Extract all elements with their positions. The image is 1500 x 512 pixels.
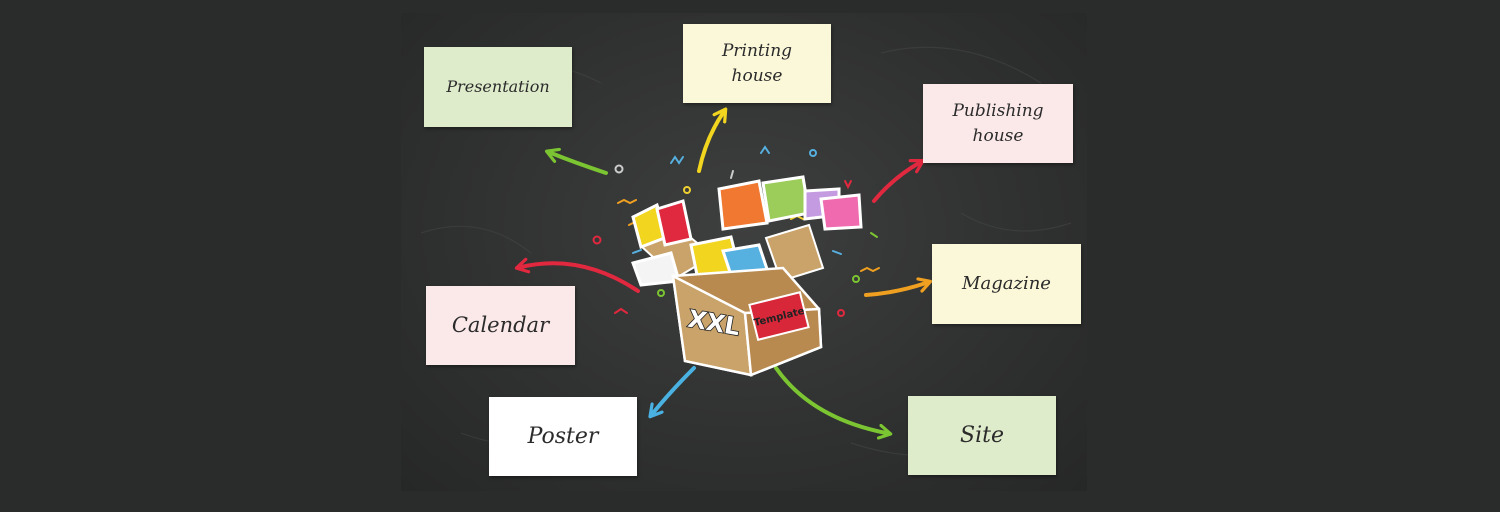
note-site: Site bbox=[908, 396, 1056, 475]
note-magazine-label: Magazine bbox=[962, 272, 1051, 294]
arrow-to-magazine bbox=[864, 277, 933, 297]
arrow-to-poster bbox=[648, 366, 696, 419]
note-printing-house-label: Printing house bbox=[721, 40, 793, 86]
note-presentation: Presentation bbox=[424, 47, 572, 127]
note-presentation-label: Presentation bbox=[446, 77, 550, 97]
note-poster-label: Poster bbox=[527, 423, 599, 449]
note-printing-house: Printing house bbox=[683, 24, 831, 103]
arrow-to-calendar bbox=[514, 257, 640, 293]
note-publishing-house-label: Publishing house bbox=[952, 100, 1044, 146]
note-poster: Poster bbox=[489, 397, 637, 476]
note-calendar: Calendar bbox=[426, 286, 575, 365]
flying-pages bbox=[631, 175, 863, 287]
note-publishing-house: Publishing house bbox=[923, 84, 1073, 163]
note-calendar-label: Calendar bbox=[451, 313, 550, 338]
note-magazine: Magazine bbox=[932, 244, 1081, 324]
note-site-label: Site bbox=[960, 422, 1004, 448]
arrow-to-publishing-house bbox=[872, 159, 925, 203]
chalkboard: XXL Template Presentation Printing house… bbox=[401, 13, 1087, 491]
template-box bbox=[631, 175, 863, 377]
diagram-graphics: XXL Template bbox=[420, 46, 1072, 457]
arrows bbox=[514, 107, 933, 440]
arrow-to-printing-house bbox=[697, 107, 728, 173]
arrow-to-site bbox=[774, 366, 893, 440]
arrow-to-presentation bbox=[544, 147, 608, 175]
